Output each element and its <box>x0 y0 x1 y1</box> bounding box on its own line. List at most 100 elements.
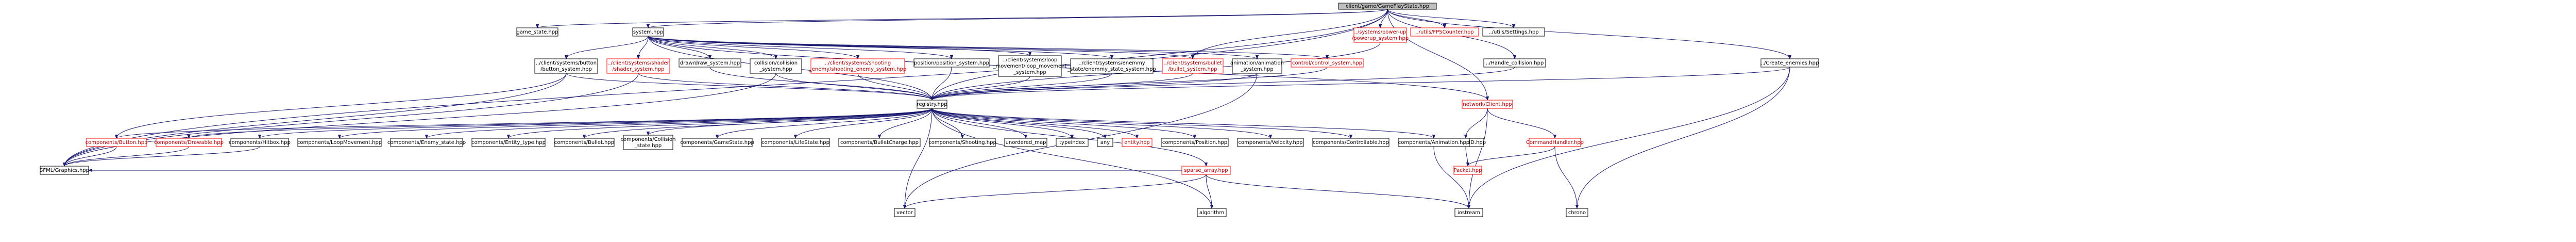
node-handle-collision[interactable]: ../Handle_collision.hpp <box>1483 58 1546 68</box>
node-c-animation[interactable]: components/Animation.hpp <box>1398 138 1470 147</box>
node-packet[interactable]: Packet.hpp <box>1453 166 1482 175</box>
node-loop-movement[interactable]: ../client/systems/loop_movement/loop_mov… <box>993 55 1067 77</box>
node-label: components/Entity_type.hpp <box>471 140 546 146</box>
node-label: iostream <box>1458 210 1480 216</box>
node-label: animation/animation <box>1230 60 1284 66</box>
edge-collision_system-to-sfml_graphics <box>64 73 776 166</box>
node-settings[interactable]: ../utils/Settings.hpp <box>1482 27 1545 37</box>
node-system[interactable]: system.hpp <box>632 27 664 37</box>
node-typeindex[interactable]: typeindex <box>1056 138 1089 147</box>
edge-root-to-network_client <box>1387 9 1487 100</box>
node-position-system[interactable]: position/position_system.hpp <box>913 58 990 68</box>
node-box <box>534 58 598 74</box>
node-box <box>1232 58 1282 74</box>
node-c-loop-movement[interactable]: components/LoopMovement.hpp <box>297 138 382 147</box>
node-c-controllable[interactable]: components/Controllable.hpp <box>1312 138 1389 147</box>
node-registry[interactable]: registry.hpp <box>917 100 947 109</box>
node-fps-counter[interactable]: ../utils/FPSCounter.hpp <box>1410 27 1479 37</box>
node-box <box>761 138 830 147</box>
node-box <box>1454 208 1483 217</box>
node-label: vector <box>896 210 913 216</box>
node-c-velocity[interactable]: components/Velocity.hpp <box>1237 138 1304 147</box>
node-enemy-state[interactable]: ../client/systems/enemmy_state/enemmy_st… <box>1067 58 1156 74</box>
node-power-up[interactable]: ../systems/power-up/powerup_system.hpp <box>1352 27 1409 43</box>
node-box <box>913 58 990 68</box>
node-c-entity-type[interactable]: components/Entity_type.hpp <box>471 138 546 147</box>
node-shooting-enemy[interactable]: ../client/systems/shooting_enemy/shootin… <box>809 58 907 74</box>
node-shader-system[interactable]: ../client/systems/shader/shader_system.h… <box>606 58 670 74</box>
node-box <box>929 138 996 147</box>
edge-shooting_enemy-to-registry <box>857 73 932 101</box>
node-button-system[interactable]: ../client/systems/button/button_system.h… <box>534 58 598 74</box>
node-c-gamestate[interactable]: components/GameState.hpp <box>680 138 754 147</box>
node-network-client[interactable]: network/Client.hpp <box>1462 100 1513 109</box>
node-collision-system[interactable]: collision/collision_system.hpp <box>750 58 802 74</box>
node-label: unordered_map <box>1006 140 1046 146</box>
node-algorithm[interactable]: algorithm <box>1197 208 1227 217</box>
node-label: _system.hpp <box>1240 67 1273 72</box>
edge-registry-to-typeindex <box>931 108 1072 139</box>
edge-button_system-to-sfml_graphics <box>64 73 567 166</box>
node-label: client/game/GamePlayState.hpp <box>1346 4 1429 9</box>
node-unordered-map[interactable]: unordered_map <box>1004 138 1047 147</box>
node-entity[interactable]: entity.hpp <box>1122 138 1153 147</box>
edge-system-to-shooting_enemy <box>648 36 858 59</box>
edge-shader_system-to-registry <box>638 73 932 101</box>
node-label: any <box>1100 140 1110 146</box>
edge-root-to-game_state <box>537 9 1388 28</box>
node-c-drawable[interactable]: components/Drawable.hpp <box>154 138 224 147</box>
edge-system-to-collision_system <box>648 36 776 59</box>
node-label: ../client/systems/loop <box>1003 57 1058 63</box>
node-iostream[interactable]: iostream <box>1454 208 1483 217</box>
edge-system-to-position_system <box>648 36 952 59</box>
node-label: ../Create_enemies.hpp <box>1761 60 1819 66</box>
node-chrono[interactable]: chrono <box>1566 208 1588 217</box>
node-create-enemies[interactable]: ../Create_enemies.hpp <box>1760 58 1819 68</box>
node-label: components/LifeState.hpp <box>761 140 829 146</box>
edge-registry-to-c_gamestate <box>717 108 933 139</box>
node-box <box>623 135 673 150</box>
node-command-handler[interactable]: CommandHandler.hpp <box>1526 138 1584 147</box>
node-vector[interactable]: vector <box>894 208 916 217</box>
node-box <box>1462 100 1513 109</box>
node-c-lifestate[interactable]: components/LifeState.hpp <box>761 138 830 147</box>
node-box <box>606 58 670 74</box>
node-bullet-system[interactable]: ../client/systems/bullet/bullet_system.h… <box>1162 58 1224 74</box>
node-label: ../client/systems/shader <box>607 60 669 66</box>
node-label: position/position_system.hpp <box>914 60 989 66</box>
node-box <box>894 208 916 217</box>
node-box <box>1453 166 1482 175</box>
node-c-shooting[interactable]: components/Shooting.hpp <box>928 138 996 147</box>
node-animation-system[interactable]: animation/animation_system.hpp <box>1230 58 1284 74</box>
node-c-collision-state[interactable]: components/Collision_state.hpp <box>620 135 676 150</box>
node-c-bullet[interactable]: components/Bullet.hpp <box>554 138 615 147</box>
edge-registry-to-c_shooting <box>931 108 962 139</box>
node-game-state[interactable]: game_state.hpp <box>516 27 558 37</box>
node-root[interactable]: client/game/GamePlayState.hpp <box>1338 3 1437 10</box>
edge-enemy_state-to-registry <box>932 73 1112 101</box>
edge-create_enemies-to-registry <box>932 67 1790 101</box>
edge-registry-to-c_lifestate <box>795 108 933 139</box>
node-control-system[interactable]: control/control_system.hpp <box>1291 58 1364 68</box>
node-label: _state.hpp <box>634 143 662 149</box>
node-label: _movement/loop_movement <box>993 63 1067 69</box>
node-draw-system[interactable]: draw/draw_system.hpp <box>679 58 741 68</box>
node-label: chrono <box>1568 210 1586 216</box>
node-c-bulletcharge[interactable]: components/BulletCharge.hpp <box>838 138 921 147</box>
node-any[interactable]: any <box>1097 138 1113 147</box>
edge-system-to-animation_system <box>648 36 1257 59</box>
node-box <box>1483 58 1546 68</box>
node-label: registry.hpp <box>917 102 947 107</box>
node-sparse-array[interactable]: sparse_array.hpp <box>1181 166 1231 175</box>
node-c-button[interactable]: components/Button.hpp <box>86 138 148 147</box>
node-sfml-graphics[interactable]: SFML/Graphics.hpp <box>40 166 89 175</box>
node-c-position[interactable]: components/Position.hpp <box>1161 138 1229 147</box>
node-box <box>998 55 1062 77</box>
node-box <box>1237 138 1304 147</box>
node-label: components/LoopMovement.hpp <box>297 140 382 146</box>
node-label: components/Controllable.hpp <box>1313 140 1389 146</box>
edge-root-to-bullet_system <box>1193 9 1388 59</box>
node-c-enemy-state[interactable]: components/Enemy_state.hpp <box>387 138 466 147</box>
node-label: components/Collision <box>620 137 675 142</box>
node-c-hitbox[interactable]: components/Hitbox.hpp <box>229 138 291 147</box>
